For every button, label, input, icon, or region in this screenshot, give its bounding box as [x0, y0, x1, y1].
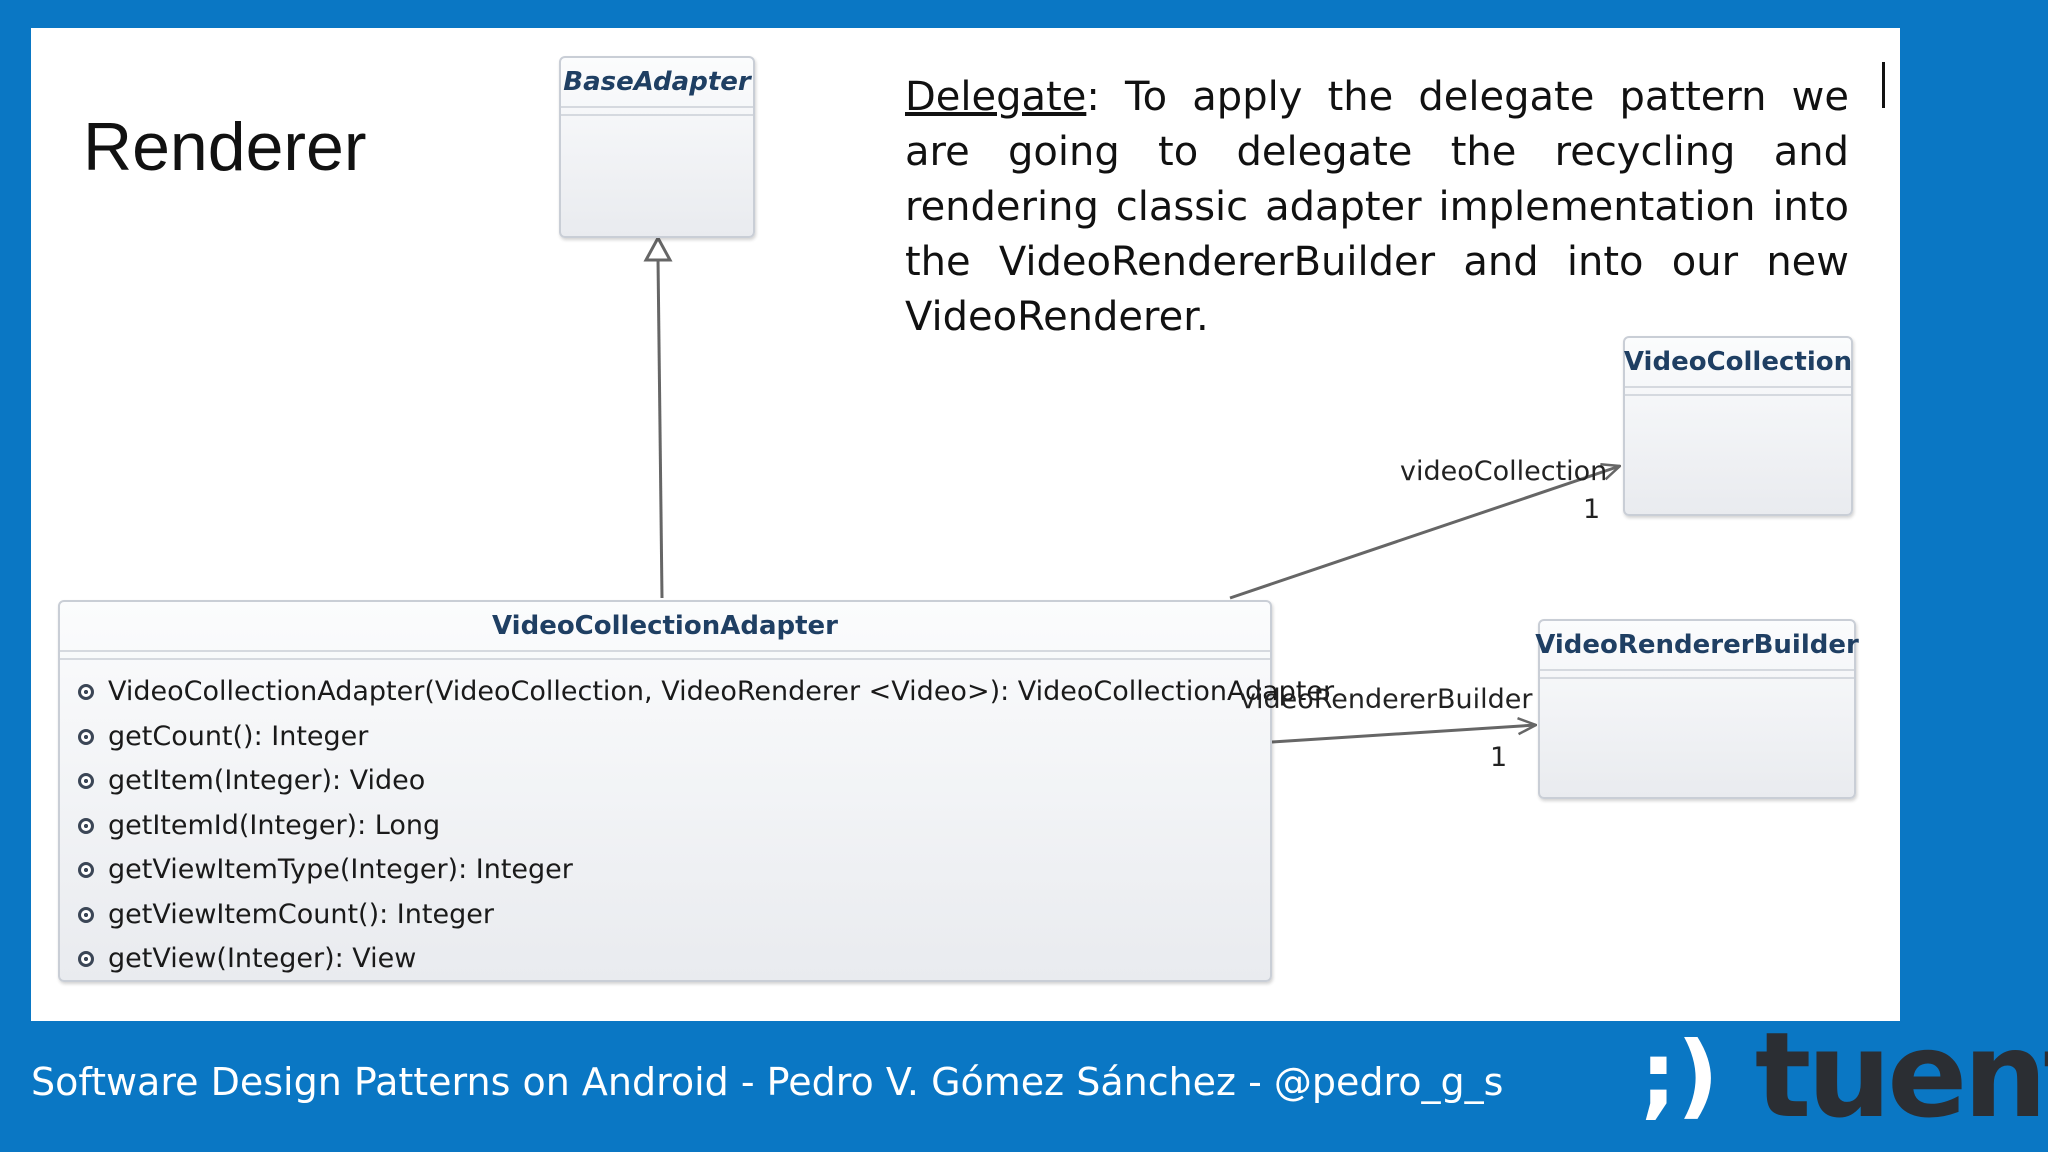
public-method-icon — [78, 817, 94, 834]
method-signature: getViewItemType(Integer): Integer — [108, 854, 573, 885]
uml-class-videocollectionadapter: VideoCollectionAdapter VideoCollectionAd… — [58, 600, 1334, 982]
inheritance-line — [656, 257, 664, 599]
description-text: : To apply the delegate pattern we are g… — [905, 74, 1849, 340]
method-item: getViewItemCount(): Integer — [78, 893, 1270, 938]
method-signature: VideoCollectionAdapter(VideoCollection, … — [108, 676, 1335, 707]
method-item: getItemId(Integer): Long — [78, 804, 1270, 849]
method-list: VideoCollectionAdapter(VideoCollection, … — [60, 660, 1334, 982]
public-method-icon — [78, 728, 94, 745]
uml-class-videorendererbuilder: VideoRendererBuilder — [1535, 619, 1859, 799]
brand-logo: ;) tuenti — [1640, 1006, 2048, 1144]
uml-class-baseadapter: BaseAdapter — [559, 56, 755, 238]
method-item: getCount(): Integer — [78, 715, 1270, 760]
method-signature: getItemId(Integer): Long — [108, 809, 441, 841]
slide-description: Delegate: To apply the delegate pattern … — [905, 70, 1849, 345]
class-separator — [1540, 671, 1854, 679]
public-method-icon — [78, 684, 94, 701]
method-item: getItem(Integer): Video — [78, 759, 1270, 804]
description-term: Delegate — [905, 74, 1087, 120]
public-method-icon — [78, 773, 94, 790]
class-name: VideoCollectionAdapter — [60, 602, 1270, 652]
class-separator — [60, 652, 1270, 660]
footer-text: Software Design Patterns on Android - Pe… — [31, 1060, 1504, 1104]
method-signature: getViewItemCount(): Integer — [108, 898, 494, 930]
method-signature: getCount(): Integer — [108, 720, 369, 752]
public-method-icon — [78, 906, 94, 923]
association-role-videorendererbuilder: videoRendererBuilder — [1240, 684, 1533, 715]
association-multiplicity-videocollection: 1 — [1583, 494, 1601, 525]
method-item: VideoCollectionAdapter(VideoCollection, … — [78, 670, 1334, 715]
inheritance-arrowhead — [643, 234, 673, 262]
class-separator — [1625, 388, 1851, 396]
method-signature: getView(Integer): View — [108, 943, 417, 974]
class-name: VideoCollection — [1624, 338, 1852, 388]
brand-name: tuenti — [1754, 1006, 2048, 1144]
association-multiplicity-videorendererbuilder: 1 — [1490, 742, 1508, 773]
class-separator — [561, 108, 753, 116]
method-item: getViewItemType(Integer): Integer — [78, 848, 1270, 893]
text-cursor — [1882, 62, 1885, 108]
public-method-icon — [78, 951, 94, 968]
association-line-videorendererbuilder — [1271, 725, 1536, 744]
class-name: VideoRendererBuilder — [1535, 621, 1859, 671]
uml-class-videocollection: VideoCollection — [1623, 336, 1853, 516]
association-line-videocollection — [1229, 466, 1620, 600]
class-name: BaseAdapter — [561, 58, 753, 108]
brand-mark: ;) — [1640, 1021, 1719, 1129]
slide-title: Renderer — [83, 109, 367, 185]
public-method-icon — [78, 862, 94, 879]
method-signature: getItem(Integer): Video — [108, 765, 426, 796]
association-role-videocollection: videoCollection — [1400, 456, 1608, 487]
method-item: getView(Integer): View — [78, 937, 1270, 982]
